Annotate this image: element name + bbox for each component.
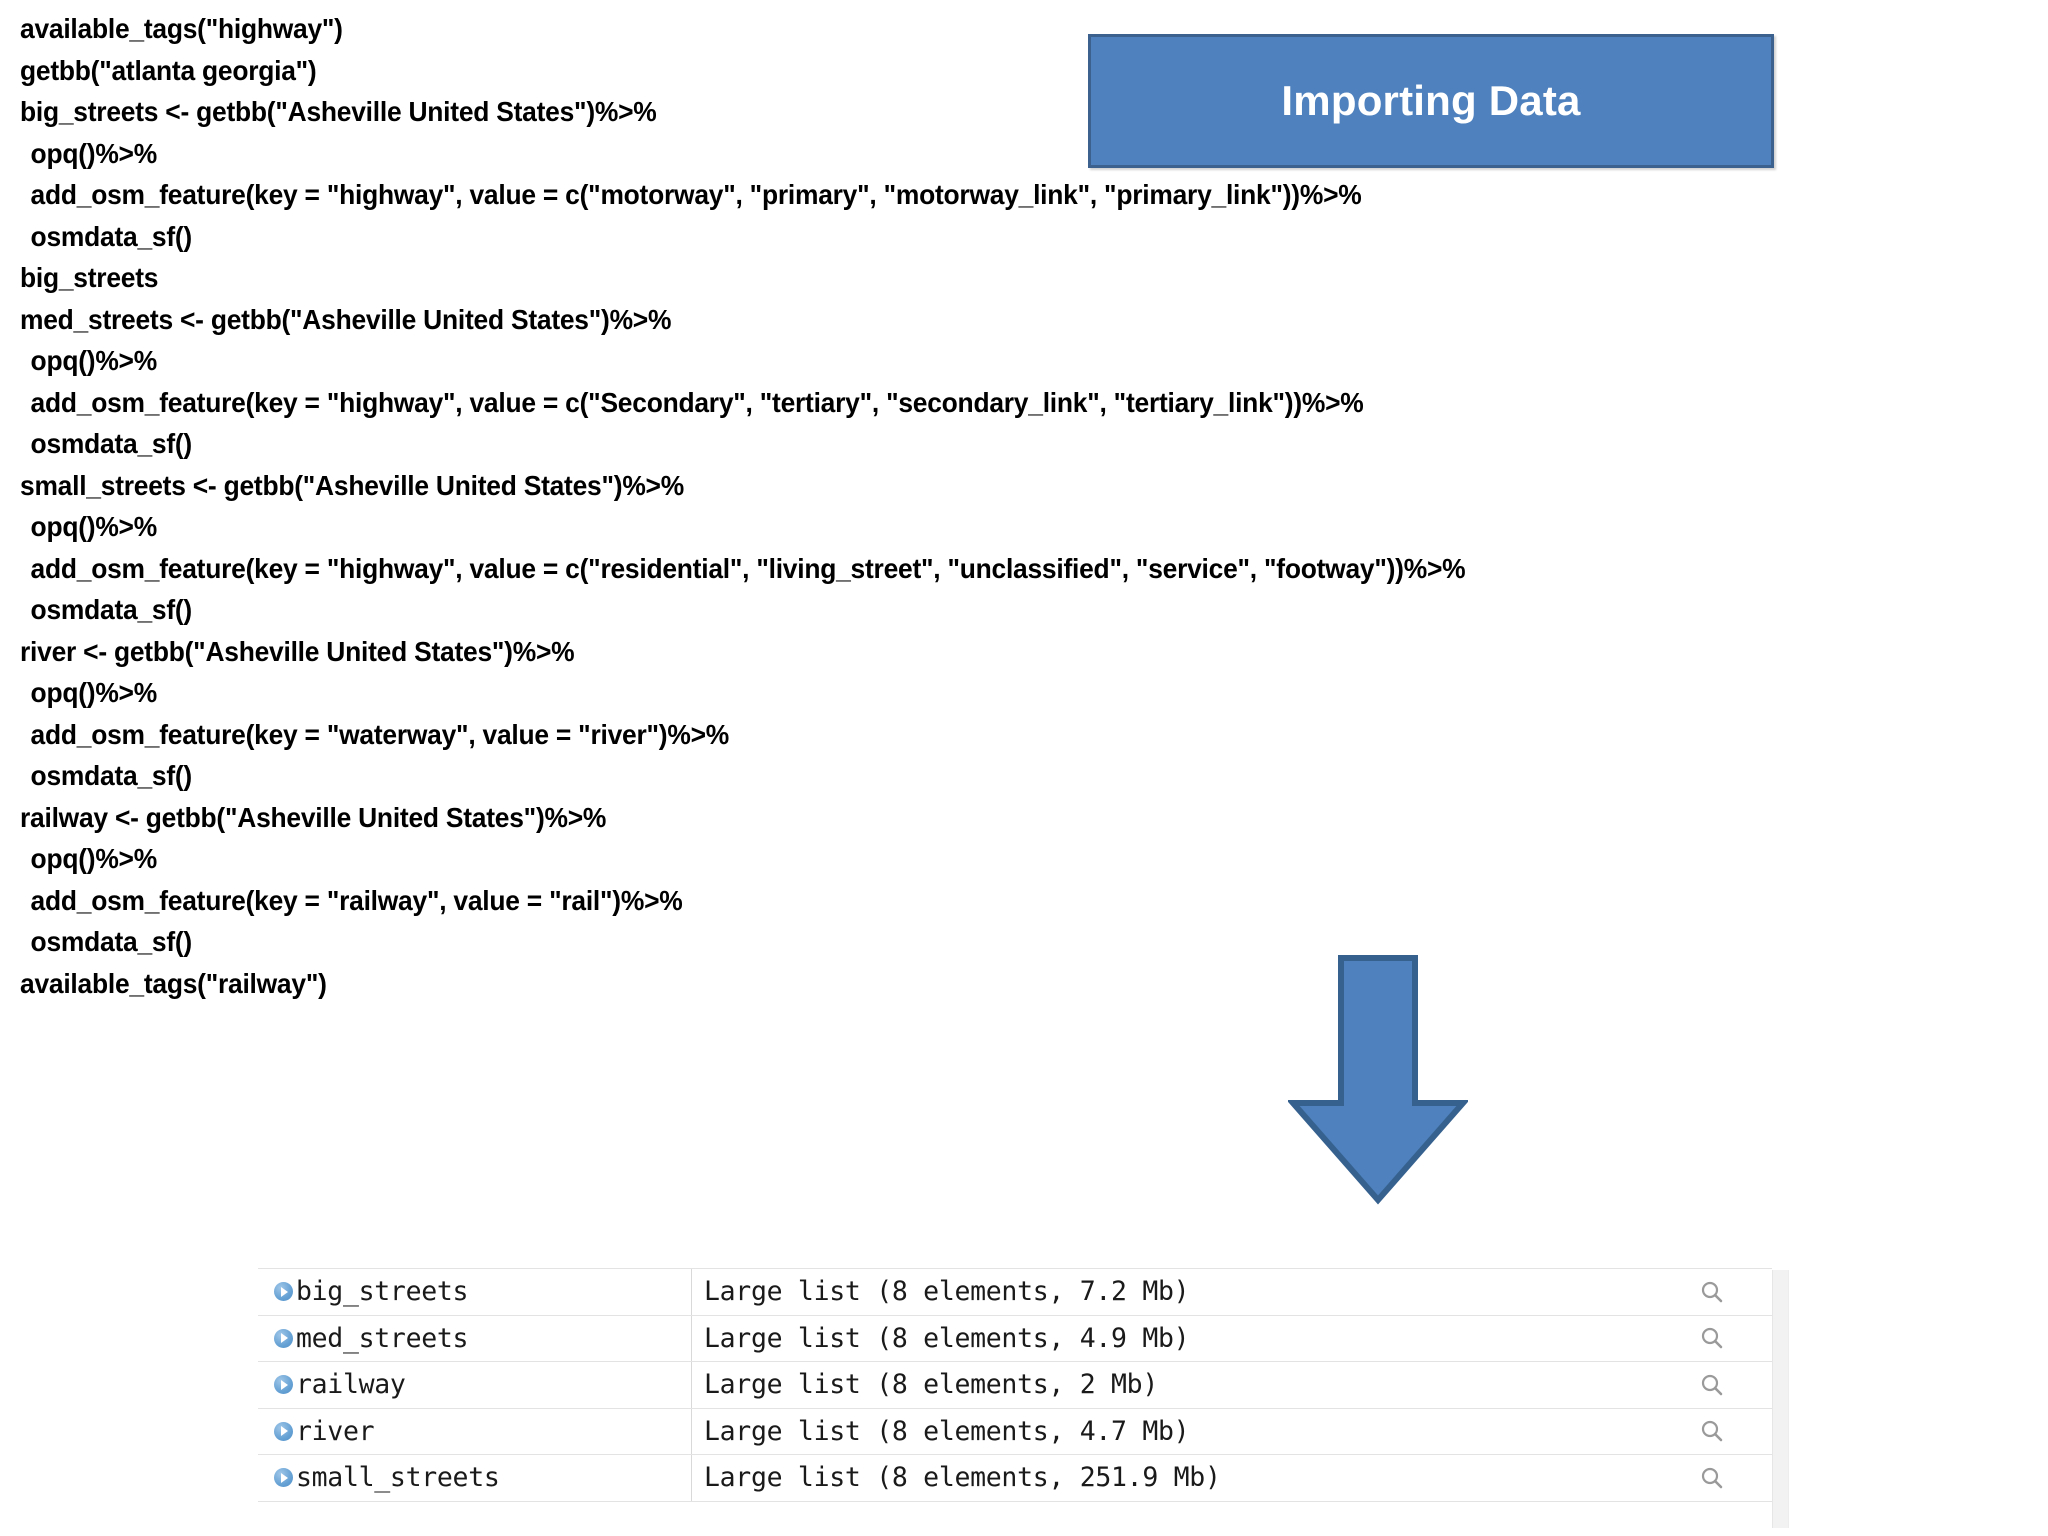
table-row[interactable]: big_streets Large list (8 elements, 7.2 M… [258,1269,1772,1316]
env-object-value: Large list (8 elements, 4.9 Mb) [704,1322,1190,1354]
env-object-name: med_streets [296,1322,469,1354]
code-line: river <- getbb("Asheville United States"… [20,635,575,667]
search-icon[interactable] [1698,1324,1726,1352]
env-value-cell: Large list (8 elements, 251.9 Mb) [692,1455,1652,1501]
env-object-value: Large list (8 elements, 251.9 Mb) [704,1462,1221,1494]
env-action-cell[interactable] [1652,1455,1772,1501]
code-line: add_osm_feature(key = "highway", value =… [30,179,1362,210]
down-arrow-icon [1286,955,1470,1205]
env-object-name: river [296,1415,375,1447]
code-line: getbb("atlanta georgia") [20,54,317,86]
env-name-cell[interactable]: railway [258,1362,692,1408]
expand-circle-icon[interactable] [274,1468,293,1488]
code-line: osmdata_sf() [30,428,193,459]
code-line: add_osm_feature(key = "highway", value =… [30,552,1466,584]
env-name-cell[interactable]: med_streets [258,1315,692,1361]
code-line: opq()%>% [30,345,158,376]
code-line: add_osm_feature(key = "highway", value =… [30,386,1364,418]
expand-circle-icon[interactable] [274,1421,293,1441]
table-row[interactable]: med_streets Large list (8 elements, 4.9 M… [258,1315,1772,1362]
env-action-cell[interactable] [1652,1409,1772,1455]
code-line: opq()%>% [30,137,158,169]
env-object-value: Large list (8 elements, 2 Mb) [704,1369,1158,1401]
expand-circle-icon[interactable] [274,1282,293,1302]
env-name-cell[interactable]: small_streets [258,1455,692,1501]
search-icon[interactable] [1698,1278,1726,1306]
env-value-cell: Large list (8 elements, 2 Mb) [692,1362,1652,1408]
code-line: small_streets <- getbb("Asheville United… [20,469,684,501]
code-line: osmdata_sf() [30,220,193,252]
code-line: available_tags("highway") [20,13,343,44]
code-line: add_osm_feature(key = "waterway", value … [30,718,730,750]
code-line: available_tags("railway") [20,967,327,999]
env-name-cell[interactable]: river [258,1408,692,1454]
env-action-cell[interactable] [1652,1269,1772,1315]
env-object-name: railway [296,1369,406,1401]
search-icon[interactable] [1698,1464,1726,1492]
env-object-value: Large list (8 elements, 7.2 Mb) [704,1276,1190,1308]
env-object-name: big_streets [296,1276,469,1308]
table-row[interactable]: railway Large list (8 elements, 2 Mb) [258,1362,1772,1409]
env-value-cell: Large list (8 elements, 7.2 Mb) [692,1269,1652,1315]
slide-title-banner: Importing Data [1088,34,1774,168]
env-name-cell[interactable]: big_streets [258,1269,692,1315]
search-icon[interactable] [1698,1417,1726,1445]
code-line: osmdata_sf() [30,926,193,957]
down-arrow-svg [1286,955,1470,1205]
table-row[interactable]: river Large list (8 elements, 4.7 Mb) [258,1408,1772,1455]
code-line: railway <- getbb("Asheville United State… [20,801,607,833]
search-icon[interactable] [1698,1371,1726,1399]
code-line: med_streets <- getbb("Asheville United S… [20,303,672,335]
code-line: add_osm_feature(key = "railway", value =… [30,884,683,916]
code-line: osmdata_sf() [30,594,193,625]
environment-pane-table[interactable]: big_streets Large list (8 elements, 7.2 M… [258,1268,1772,1502]
expand-circle-icon[interactable] [274,1328,293,1348]
expand-circle-icon[interactable] [274,1375,293,1395]
env-value-cell: Large list (8 elements, 4.7 Mb) [692,1409,1652,1455]
env-action-cell[interactable] [1652,1362,1772,1408]
env-object-name: small_streets [296,1462,500,1494]
code-line: opq()%>% [30,511,158,542]
code-line: big_streets <- getbb("Asheville United S… [20,96,657,127]
code-line: opq()%>% [30,677,158,708]
environment-pane-scrollbar[interactable] [1772,1270,1789,1528]
code-listing: available_tags("highway") getbb("atlanta … [20,8,1800,1004]
code-line: opq()%>% [30,843,158,874]
env-object-value: Large list (8 elements, 4.7 Mb) [704,1415,1190,1447]
code-line: big_streets [20,262,159,293]
page-title: Importing Data [1281,77,1581,124]
env-value-cell: Large list (8 elements, 4.9 Mb) [692,1316,1652,1362]
table-row[interactable]: small_streets Large list (8 elements, 251… [258,1455,1772,1502]
env-action-cell[interactable] [1652,1316,1772,1362]
code-line: osmdata_sf() [30,760,193,791]
